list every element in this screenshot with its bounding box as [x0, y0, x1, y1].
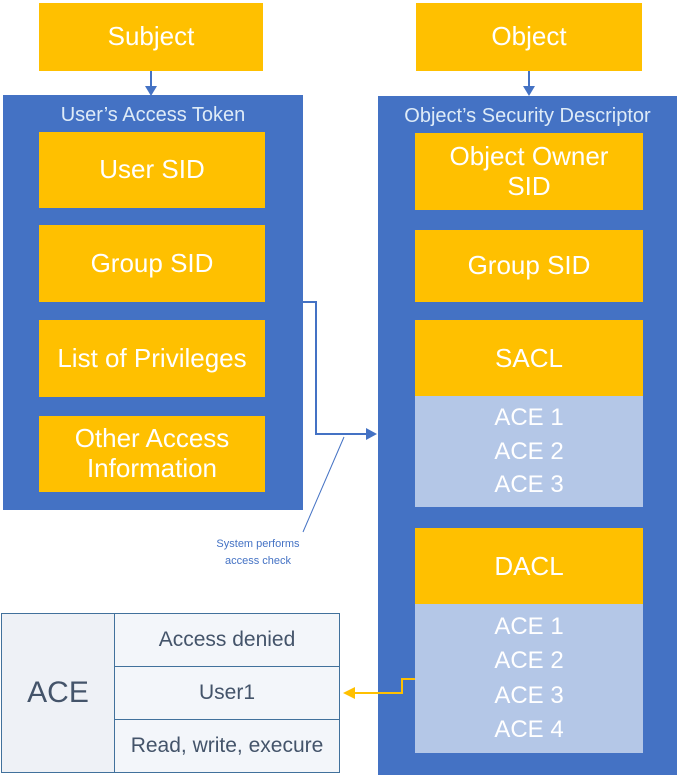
- dacl-ace-entry: ACE 2: [494, 647, 564, 675]
- dacl-header: DACL: [415, 528, 643, 604]
- user-sid-box: User SID: [39, 132, 265, 208]
- list-of-privileges-box: List of Privileges: [39, 320, 265, 397]
- arrowhead-right-icon: [366, 428, 377, 440]
- subject-box: Subject: [39, 3, 263, 71]
- security-descriptor-container: Object’s Security Descriptor Object Owne…: [378, 96, 677, 775]
- sacl-block: SACL ACE 1 ACE 2 ACE 3: [415, 320, 643, 507]
- sacl-ace-entry: ACE 3: [494, 471, 564, 499]
- object-owner-sid-box: Object Owner SID: [415, 133, 643, 210]
- sacl-ace-entry: ACE 1: [494, 403, 564, 431]
- ace-table-header-cell: ACE: [2, 614, 115, 772]
- dacl-ace-entry: ACE 3: [494, 681, 564, 709]
- arrowhead-down-icon: [523, 86, 535, 96]
- other-access-information-box: Other Access Information: [39, 416, 265, 492]
- sacl-header: SACL: [415, 320, 643, 396]
- security-descriptor-title: Object’s Security Descriptor: [404, 105, 651, 127]
- system-check-annotation: System performs access check: [203, 536, 313, 570]
- dacl-block: DACL ACE 1 ACE 2 ACE 3 ACE 4: [415, 528, 643, 753]
- system-check-annotation-line2: access check: [224, 555, 292, 567]
- object-group-sid-box: Group SID: [415, 230, 643, 302]
- access-token-title: User’s Access Token: [60, 104, 246, 126]
- subject-down-arrow: [145, 71, 157, 96]
- dacl-ace-entry: ACE 4: [494, 716, 564, 744]
- ace-table-rows: Access denied User1 Read, write, execure: [115, 614, 339, 772]
- ace-table-row-type: Access denied: [115, 614, 339, 667]
- object-box: Object: [416, 3, 642, 71]
- dacl-ace-entry: ACE 1: [494, 612, 564, 640]
- ace-table-row-rights: Read, write, execure: [115, 720, 339, 772]
- access-token-container: User’s Access Token User SID Group SID L…: [3, 95, 303, 510]
- sacl-entries: ACE 1 ACE 2 ACE 3: [415, 396, 643, 507]
- group-sid-box: Group SID: [39, 225, 265, 302]
- object-down-arrow: [523, 71, 535, 96]
- annotation-leader-line: [302, 436, 345, 533]
- ace-table-row-user: User1: [115, 667, 339, 720]
- arrowhead-left-icon: [343, 687, 355, 699]
- token-to-descriptor-connector: [303, 301, 377, 440]
- sacl-ace-entry: ACE 2: [494, 437, 564, 465]
- ace-table: ACE Access denied User1 Read, write, exe…: [1, 613, 340, 773]
- system-check-annotation-line1: System performs: [216, 538, 300, 550]
- dacl-entries: ACE 1 ACE 2 ACE 3 ACE 4: [415, 604, 643, 753]
